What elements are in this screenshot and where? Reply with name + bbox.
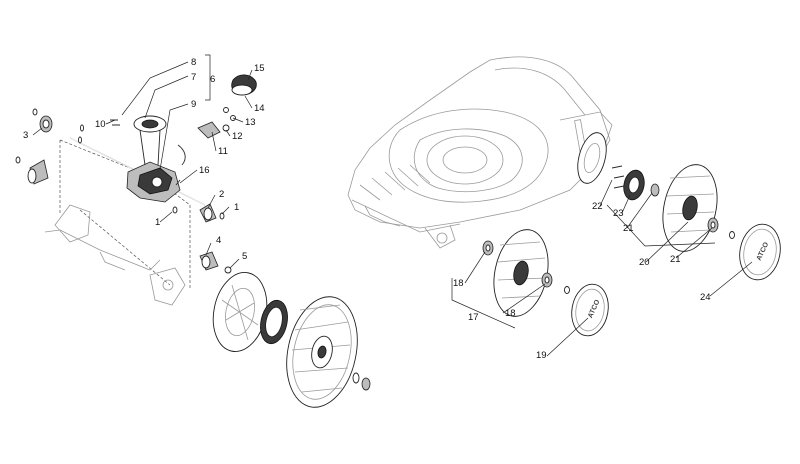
callout-c23: 23 — [613, 208, 624, 219]
callout-labels: 1123456789101112131415161718181920212122… — [23, 57, 711, 361]
leader-lines — [32, 61, 753, 357]
rear-wheel-plate — [212, 272, 268, 352]
large-rear-wheel — [286, 296, 371, 408]
callout-c9: 9 — [191, 99, 196, 110]
callout-c16: 16 — [199, 165, 210, 176]
left-bearings — [15, 108, 84, 185]
callout-c14: 14 — [254, 103, 265, 114]
wheel-17 — [482, 229, 570, 317]
callout-c4: 4 — [216, 235, 221, 246]
height-adjuster — [44, 204, 186, 306]
hubcap-19: ATCO — [571, 283, 609, 337]
shaft-end-bearings — [172, 179, 232, 274]
callout-c8: 8 — [191, 57, 196, 68]
mower-deck — [347, 56, 613, 249]
callout-c3: 3 — [23, 130, 28, 141]
callout-c7: 7 — [191, 72, 196, 83]
callout-c18a: 18 — [453, 278, 464, 289]
callout-c5: 5 — [242, 251, 247, 262]
group-brackets — [205, 54, 716, 329]
pulley-belt — [110, 115, 186, 166]
callout-c2: 2 — [219, 189, 224, 200]
callout-c10: 10 — [95, 119, 106, 130]
callout-c15: 15 — [254, 63, 265, 74]
hubcap-24: ATCO — [739, 223, 781, 281]
callout-c20: 20 — [639, 257, 650, 268]
callout-c21b: 21 — [670, 254, 681, 265]
callout-c22: 22 — [592, 201, 603, 212]
callout-c11: 11 — [218, 146, 228, 157]
gear-23 — [611, 165, 660, 201]
callout-c18b: 18 — [505, 308, 516, 319]
gearbox — [126, 161, 181, 203]
callout-c24: 24 — [700, 292, 711, 303]
callout-c19: 19 — [536, 350, 547, 361]
callout-c6: 6 — [210, 74, 215, 85]
wheel-20 — [662, 164, 735, 252]
deck-rear-wheel — [577, 132, 607, 184]
callout-c12: 12 — [232, 131, 243, 142]
drive-gear-ring — [260, 299, 288, 345]
top-hardware — [197, 74, 257, 139]
callout-c17: 17 — [468, 312, 479, 323]
callout-c1b: 1 — [234, 202, 239, 213]
callout-c21a: 21 — [623, 223, 634, 234]
reference-dash-lines — [59, 139, 191, 290]
callout-c13: 13 — [245, 117, 256, 128]
callout-c1a: 1 — [155, 217, 160, 228]
